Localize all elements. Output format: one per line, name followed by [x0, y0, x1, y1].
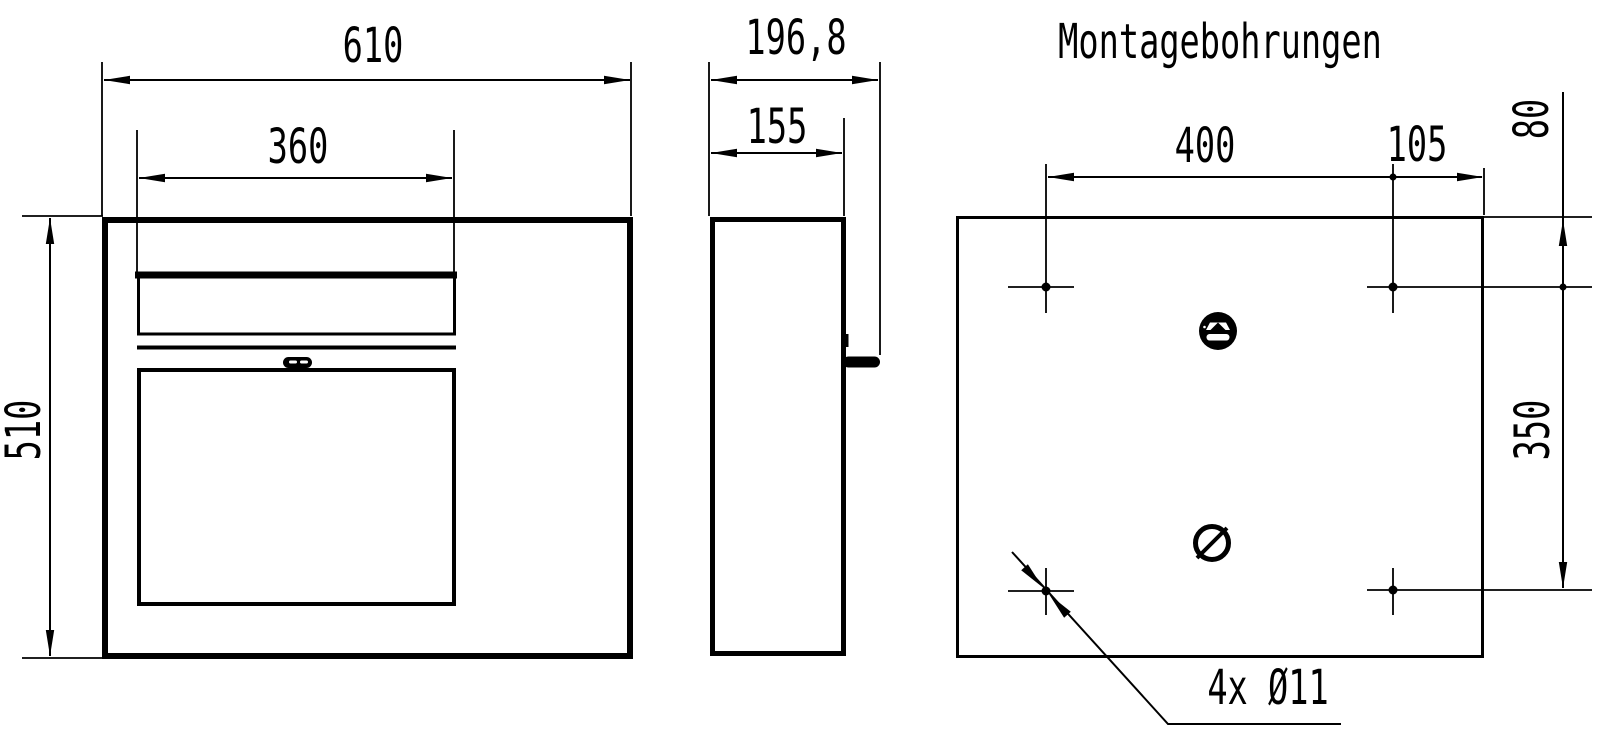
side-body-outline — [710, 217, 846, 656]
letter-flap-outline — [137, 274, 456, 336]
latch-slot-right — [300, 360, 308, 364]
dim-label-hole-top-offset: 80 — [1504, 98, 1560, 140]
dim-label-flap-width: 360 — [267, 119, 329, 175]
holes-note-label: 4x Ø11 — [1207, 660, 1329, 716]
mounting-panel-outline — [956, 216, 1484, 658]
dim-label-front-width: 610 — [342, 18, 404, 74]
front-view-arrowheads — [45, 75, 630, 656]
mounting-view-title: Montagebohrungen — [1058, 14, 1382, 70]
side-view — [710, 217, 880, 656]
dim-label-front-height: 510 — [0, 399, 52, 461]
dim-label-depth-total: 196,8 — [745, 10, 847, 66]
front-view — [102, 217, 633, 659]
door-outline — [137, 368, 456, 606]
side-knob — [843, 356, 880, 368]
mounting-view-dimensions — [1048, 92, 1592, 588]
side-flap-pivot-tick — [843, 334, 849, 347]
letter-slot-symbol — [1199, 312, 1237, 350]
dim-label-depth-body: 155 — [746, 99, 808, 155]
holes-leader — [1011, 551, 1341, 725]
latch-slot-left — [289, 360, 297, 364]
front-view-dimensions — [22, 62, 632, 659]
mailbox-body-outline — [102, 217, 633, 659]
dim-label-hole-spacing-horizontal: 400 — [1174, 118, 1236, 174]
latch — [283, 357, 312, 368]
dim-label-hole-spacing-vertical: 350 — [1505, 399, 1561, 461]
dim-label-hole-edge-offset: 105 — [1386, 117, 1448, 173]
lock-cylinder-symbol — [1193, 524, 1231, 562]
mounting-view-arrowheads — [1048, 172, 1568, 588]
mounting-holes — [1008, 164, 1592, 615]
mounting-view — [956, 216, 1484, 658]
side-view-arrowheads — [711, 75, 878, 158]
